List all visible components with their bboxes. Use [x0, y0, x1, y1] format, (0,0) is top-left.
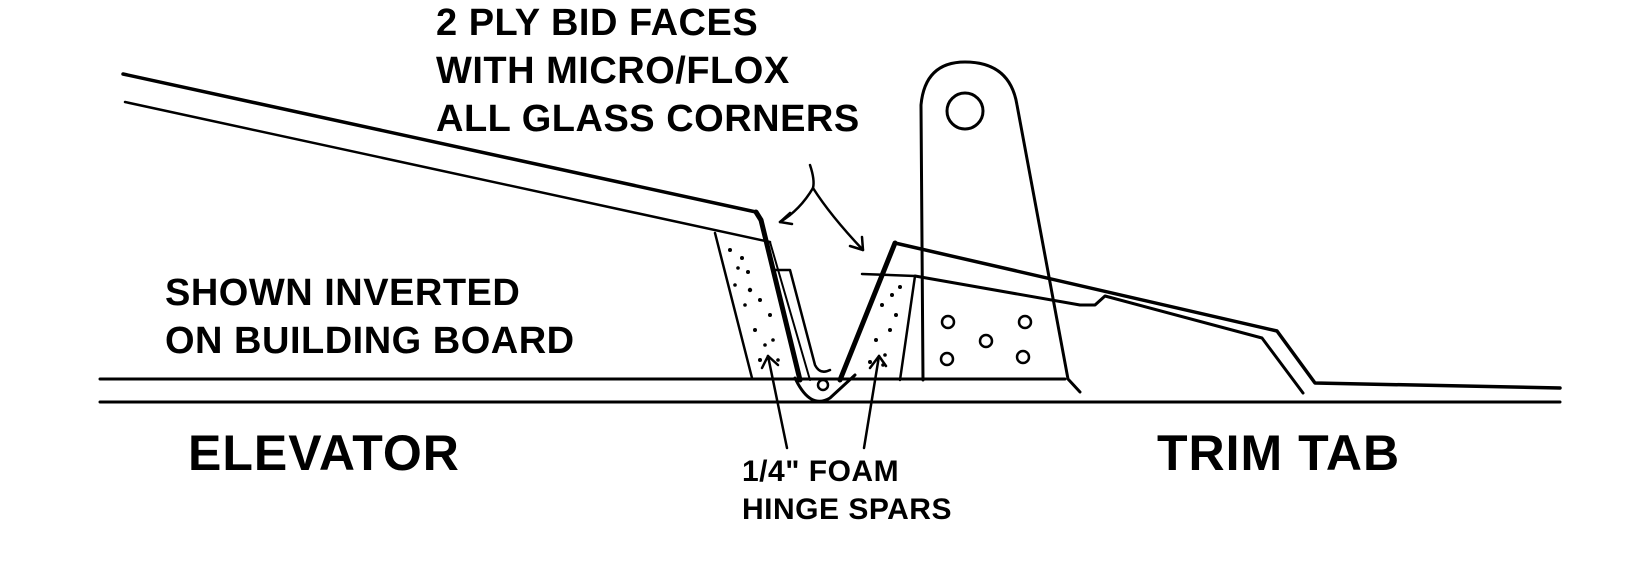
- callout-top-line-2: WITH MICRO/FLOX: [436, 50, 790, 92]
- label-elevator: ELEVATOR: [188, 425, 460, 481]
- control-horn: [919, 60, 1082, 394]
- foam-texture-right: [868, 285, 902, 367]
- trim-tab-skin: [893, 241, 1562, 395]
- callout-top-line-1: 2 PLY BID FACES: [436, 2, 759, 44]
- callout-left-line-2: ON BUILDING BOARD: [165, 320, 575, 362]
- callout-bottom: 1/4" FOAM HINGE SPARS: [742, 457, 952, 533]
- callout-left-line-1: SHOWN INVERTED: [165, 272, 521, 314]
- building-board: [98, 377, 1562, 404]
- foam-texture-left: [728, 248, 780, 362]
- callout-arrows-bottom: [760, 354, 888, 450]
- callout-left: SHOWN INVERTED ON BUILDING BOARD: [165, 274, 575, 370]
- hinge-pin: [793, 373, 857, 403]
- callout-top-line-3: ALL GLASS CORNERS: [436, 98, 860, 140]
- label-trim-tab: TRIM TAB: [1157, 425, 1401, 481]
- callout-bottom-line-2: HINGE SPARS: [742, 493, 952, 526]
- callout-top: 2 PLY BID FACES WITH MICRO/FLOX ALL GLAS…: [436, 4, 860, 148]
- callout-arrows-top: [778, 163, 865, 252]
- callout-bottom-line-1: 1/4" FOAM: [742, 455, 900, 488]
- elevator-skin: [121, 72, 803, 383]
- foam-hinge-spar-left: [713, 231, 832, 381]
